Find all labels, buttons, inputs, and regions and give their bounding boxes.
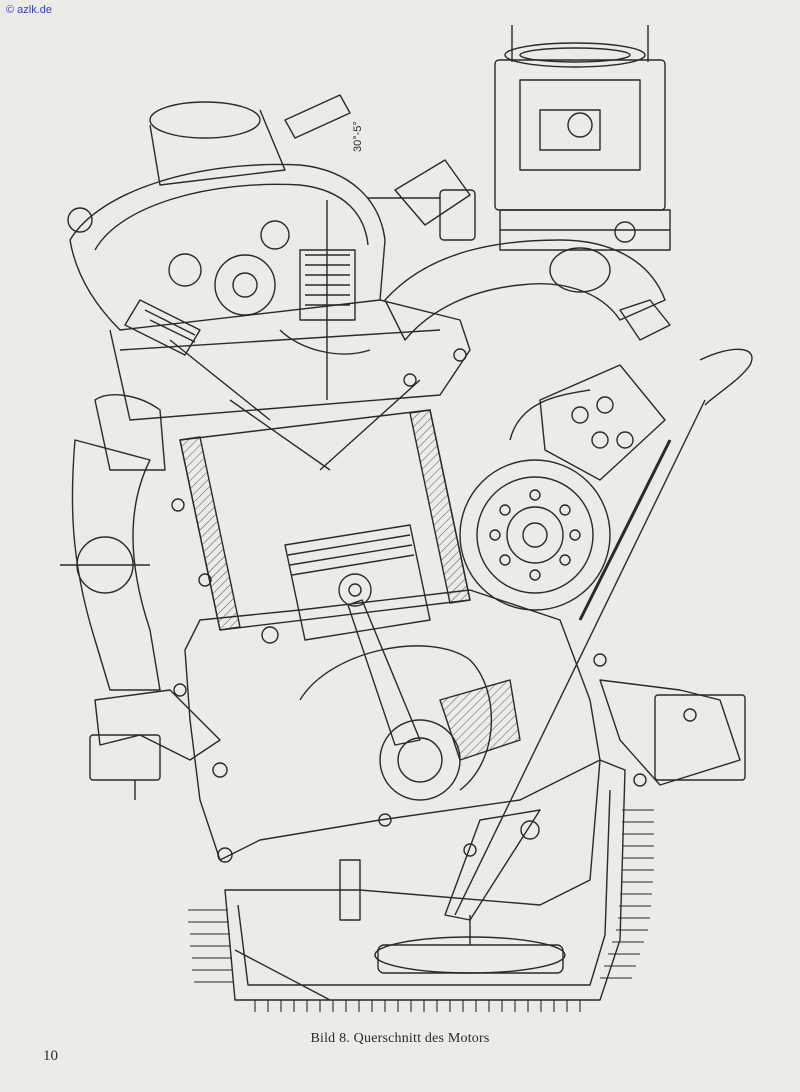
valve-train xyxy=(124,200,356,421)
dipstick xyxy=(454,348,753,916)
oil-pump-pickup xyxy=(374,809,566,974)
connecting-rod xyxy=(347,599,521,801)
oil-pan-fins-bottom xyxy=(254,1000,581,1012)
oil-pan-fins-right xyxy=(600,809,654,979)
carburetor xyxy=(494,25,671,251)
engine-mount-left xyxy=(89,689,221,800)
piston xyxy=(284,524,431,641)
distributor xyxy=(368,159,476,241)
cylinder-bore xyxy=(179,379,471,631)
oil-pan-fins-left xyxy=(188,909,234,983)
oil-filter-housing xyxy=(509,364,666,481)
valve-cover xyxy=(67,94,386,331)
exhaust-manifold xyxy=(60,394,166,691)
bolts xyxy=(171,348,697,857)
page-number: 10 xyxy=(43,1048,58,1064)
generator xyxy=(459,459,611,611)
intake-manifold xyxy=(384,239,671,341)
cylinder-head xyxy=(109,299,471,421)
angle-label: 30°-5° xyxy=(352,121,364,152)
engine-mount-right xyxy=(599,679,746,786)
oil-pan xyxy=(224,759,626,1001)
figure-caption: Bild 8. Querschnitt des Motors xyxy=(310,1031,490,1046)
crankcase xyxy=(184,589,601,863)
watermark: © azlk.de xyxy=(6,4,53,16)
